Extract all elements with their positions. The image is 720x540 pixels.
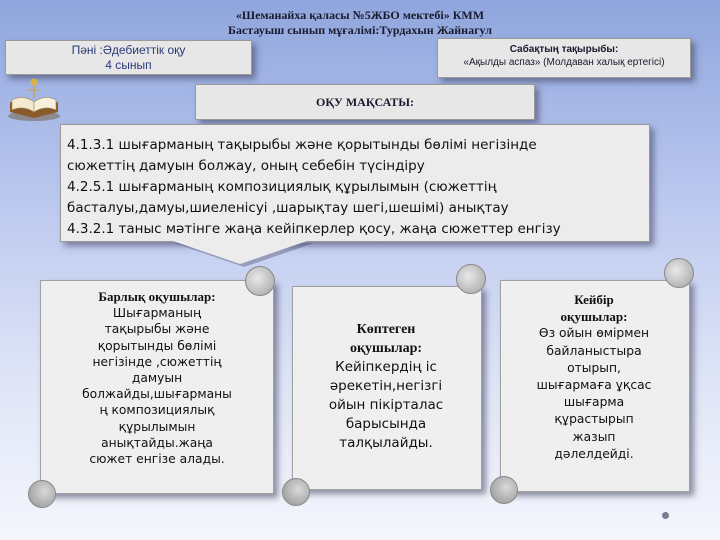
objective-line: 4.3.2.1 таныс мәтінге жаңа кейіпкерлер қ… — [67, 221, 561, 237]
scroll-all-students-text: Барлық оқушылар: Шығарманың тақырыбы жән… — [62, 289, 252, 467]
scroll-body — [40, 280, 274, 494]
scroll-line: отырып, — [567, 360, 621, 375]
scroll-curl-top — [664, 258, 694, 288]
subject-box: Пәні :Әдебиеттік оқу 4 сынып — [5, 40, 252, 75]
scroll-curl-top — [456, 264, 486, 294]
lesson-topic-title: Сабақтың тақырыбы: — [509, 44, 619, 55]
scroll-line: Өз ойын өмірмен — [538, 326, 650, 341]
scroll-title: Көптеген — [356, 322, 416, 337]
scroll-curl-bottom — [282, 478, 310, 506]
scroll-line: Кейіпкердің іс — [335, 359, 437, 375]
scroll-line: әрекетін,негізгі — [329, 378, 443, 394]
callout-pointer — [170, 240, 310, 264]
learning-objectives-box: 4.1.3.1 шығарманың тақырыбы және қорытын… — [60, 124, 650, 242]
scroll-body — [500, 280, 690, 492]
scroll-line: сюжет енгізе алады. — [89, 452, 225, 467]
scroll-line: талқылайды. — [339, 435, 433, 451]
lesson-topic-box: Сабақтың тақырыбы: «Ақылды аспаз» (Молда… — [437, 38, 691, 78]
scroll-line: байланыстыра — [546, 343, 642, 358]
scroll-curl-bottom — [28, 480, 56, 508]
scroll-line: шығарма — [563, 395, 625, 410]
objective-line: сюжеттің дамуын болжау, оның себебін түс… — [67, 158, 425, 174]
scroll-most-students-text: Көптеген оқушылар: Кейіпкердің іс әрекет… — [300, 320, 472, 453]
scroll-curl-bottom — [490, 476, 518, 504]
scroll-curl-top — [245, 266, 275, 296]
scroll-line: негізінде ,сюжеттің — [92, 354, 222, 369]
scroll-line: құрастырып — [554, 412, 634, 427]
scroll-line: дәлелдейді. — [554, 446, 634, 461]
slide-dot-decoration — [662, 512, 669, 519]
subject-name: Пәні :Әдебиеттік оқу — [71, 43, 186, 57]
scroll-line: Шығарманың — [112, 306, 202, 321]
header-line-1: «Шеманайха қаласы №5ЖБО мектебі» КММ — [235, 8, 485, 22]
scroll-body — [292, 286, 482, 490]
open-book-icon — [8, 78, 60, 121]
scroll-title: Барлық оқушылар: — [98, 289, 216, 304]
scroll-line: қорытынды бөлімі — [97, 338, 217, 353]
scroll-title: Кейбір — [574, 292, 614, 307]
header-line-2: Бастауыш сынып мұғалімі:Турдахын Жайнагу… — [228, 23, 492, 37]
learning-goal-title: ОҚУ МАҚСАТЫ: — [195, 84, 535, 120]
scroll-line: жазып — [572, 429, 616, 444]
objective-line: 4.1.3.1 шығарманың тақырыбы және қорытын… — [67, 137, 537, 153]
scroll-line: құрылымын — [118, 419, 196, 434]
scroll-title: оқушылар: — [560, 309, 628, 325]
scroll-line: ң композициялық — [99, 403, 215, 418]
scroll-line: тақырыбы және — [104, 322, 210, 337]
grade-label: 4 сынып — [105, 58, 152, 72]
scroll-line: ойын пікірталас — [328, 397, 444, 413]
scroll-title: оқушылар: — [349, 341, 423, 356]
scroll-line: барысында — [345, 416, 427, 432]
objective-line: 4.2.5.1 шығарманың композициялық құрылым… — [67, 179, 497, 195]
scroll-line: анықтайды.жаңа — [101, 435, 213, 450]
school-header: «Шеманайха қаласы №5ЖБО мектебі» КММ Бас… — [120, 8, 600, 38]
scroll-line: болжайды,шығарманы — [82, 387, 232, 402]
lesson-topic-text: «Ақылды аспаз» (Молдаван халық ертегісі) — [463, 57, 665, 68]
scroll-some-students-text: Кейбір оқушылар: Өз ойын өмірмен байланы… — [508, 291, 680, 463]
scroll-line: дамуын — [131, 371, 183, 386]
objective-line: басталуы,дамуы,шиеленісуі ,шарықтау шегі… — [67, 200, 509, 216]
scroll-line: шығармаға ұқсас — [536, 378, 652, 393]
